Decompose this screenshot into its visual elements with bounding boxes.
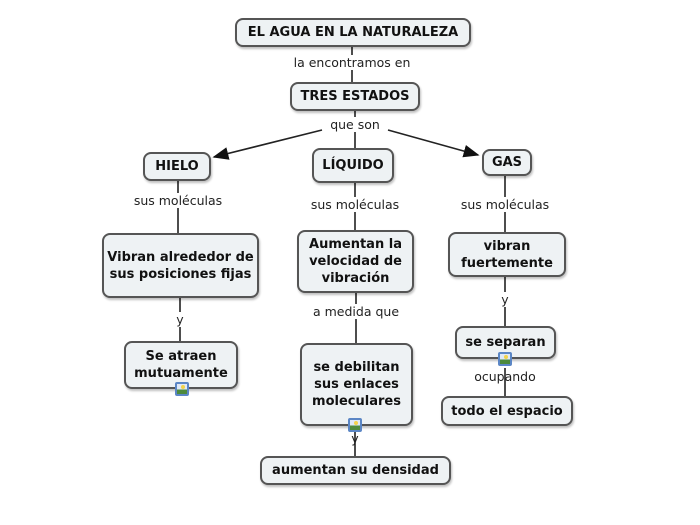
link-label: y — [174, 312, 186, 327]
concept-root[interactable]: EL AGUA EN LA NATURALEZA — [235, 18, 471, 47]
concept-liquido-densidad[interactable]: aumentan su densidad — [260, 456, 451, 485]
concept-hielo-vibran[interactable]: Vibran alrededor de sus posiciones fijas — [102, 233, 259, 298]
link-label: y — [351, 431, 359, 446]
image-attachment-icon[interactable] — [498, 352, 512, 366]
link-label: y — [499, 292, 511, 307]
concept-gas-espacio[interactable]: todo el espacio — [441, 396, 573, 426]
link-label: que son — [328, 117, 382, 132]
link-label: sus moléculas — [458, 197, 552, 212]
concept-hielo-atraen[interactable]: Se atraen mutuamente — [124, 341, 238, 389]
image-attachment-icon[interactable] — [348, 418, 362, 432]
link-label: ocupando — [474, 369, 536, 384]
concept-liquido[interactable]: LÍQUIDO — [312, 148, 394, 183]
concept-liquido-aumentan[interactable]: Aumentan la velocidad de vibración — [297, 230, 414, 293]
concept-tres-estados[interactable]: TRES ESTADOS — [290, 82, 420, 111]
link-label: sus moléculas — [131, 193, 225, 208]
image-attachment-icon[interactable] — [175, 382, 189, 396]
arrow-to-hielo — [212, 129, 323, 160]
link-label: a medida que — [310, 304, 402, 319]
concept-liquido-debilitan[interactable]: se debilitan sus enlaces moleculares — [300, 343, 413, 426]
arrow-to-gas — [387, 129, 480, 158]
link-label: la encontramos en — [291, 55, 413, 70]
link-label: sus moléculas — [308, 197, 402, 212]
concept-gas[interactable]: GAS — [482, 149, 532, 176]
concept-hielo[interactable]: HIELO — [143, 152, 211, 181]
concept-gas-vibran[interactable]: vibran fuertemente — [448, 232, 566, 277]
